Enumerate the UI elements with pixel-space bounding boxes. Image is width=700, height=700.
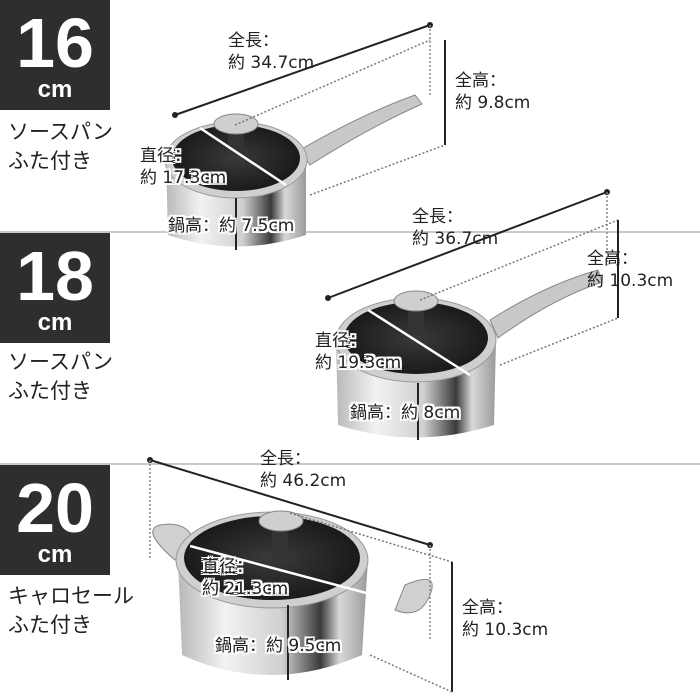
size-unit: cm — [37, 541, 73, 568]
total-height-16: 全高： 約 9.8cm — [455, 71, 531, 113]
pot-height-20: 鍋高：約 9.5cm — [215, 636, 342, 656]
size-badge-18: 18 cm — [0, 233, 110, 343]
product-name-20: キャロセール ふた付き — [8, 584, 134, 637]
size-unit: cm — [37, 76, 73, 103]
size-number: 16 — [16, 4, 94, 82]
total-length-20: 全長： 約 46.2cm — [260, 449, 347, 491]
size-unit: cm — [37, 309, 73, 336]
total-height-20: 全高： 約 10.3cm — [462, 598, 549, 640]
saucepan-18-illustration — [325, 189, 619, 440]
total-height-18: 全高： 約 10.3cm — [587, 249, 674, 291]
size-number: 20 — [16, 469, 94, 547]
product-name-16: ソースパン ふた付き — [8, 120, 113, 173]
saucepan-16-illustration — [164, 22, 446, 250]
casserole-20-illustration — [147, 457, 453, 693]
total-length-16: 全長： 約 34.7cm — [228, 31, 315, 73]
size-badge-20: 20 cm — [0, 465, 110, 575]
product-name-18: ソースパン ふた付き — [8, 350, 113, 403]
section-divider-2 — [0, 463, 700, 465]
diameter-20: 直径： 約 21.3cm — [202, 557, 289, 599]
size-badge-16: 16 cm — [0, 0, 110, 110]
total-length-18: 全長： 約 36.7cm — [412, 207, 499, 249]
diameter-16: 直径： 約 17.3cm — [140, 146, 227, 188]
pot-height-16: 鍋高：約 7.5cm — [168, 216, 295, 236]
diameter-18: 直径： 約 19.3cm — [315, 331, 402, 373]
pot-height-18: 鍋高：約 8cm — [350, 403, 461, 423]
size-number: 18 — [16, 237, 94, 315]
section-divider-1 — [0, 231, 700, 233]
